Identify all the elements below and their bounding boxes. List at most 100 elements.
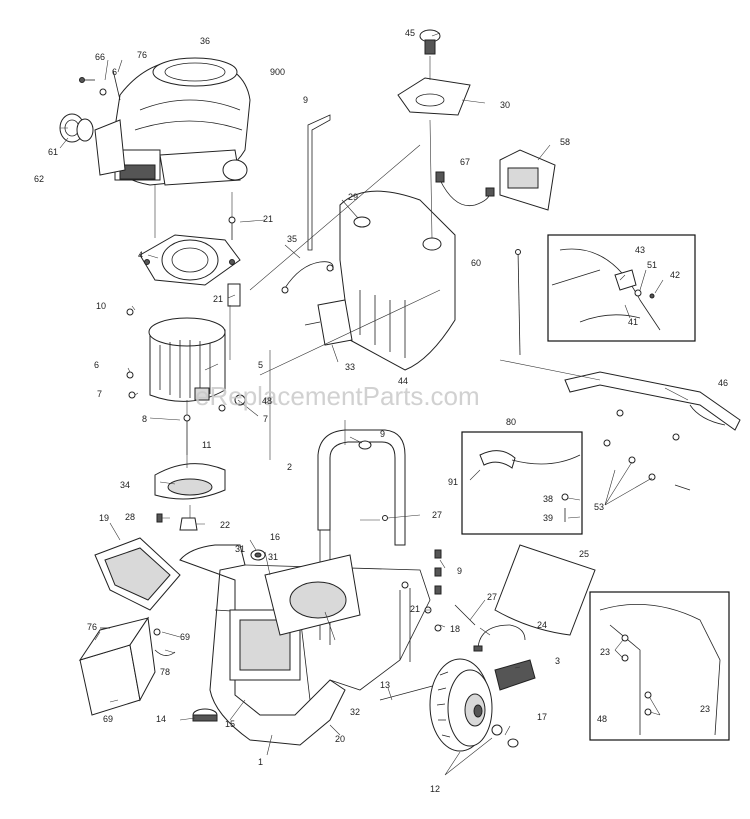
alternator-cover-34 <box>154 463 226 500</box>
inset-detail-91 <box>461 431 583 535</box>
handle-46 <box>564 371 741 431</box>
watermark: eReplacementParts.com <box>195 381 480 411</box>
part-label: 17 <box>537 712 547 722</box>
part-label: 44 <box>398 376 408 386</box>
inset-detail-43 <box>547 234 696 342</box>
part-label: 27 <box>487 592 497 602</box>
engine <box>94 57 251 186</box>
part-label: 43 <box>635 245 645 255</box>
part-label: 35 <box>287 234 297 244</box>
part-label: 7 <box>263 414 268 424</box>
part-label: 14 <box>156 714 166 724</box>
bolt-11 <box>183 414 191 455</box>
fuel-bracket-33 <box>304 299 353 346</box>
leader-lines <box>59 32 689 776</box>
part-label: 12 <box>430 784 440 794</box>
part-label: 9 <box>303 95 308 105</box>
part-label: 58 <box>560 137 570 147</box>
part-label: 39 <box>543 513 553 523</box>
recoil-part-61 <box>59 113 94 143</box>
part-label: 76 <box>137 50 147 60</box>
part-number-labels: 66 76 6 36 900 61 62 45 30 9 58 67 29 35… <box>34 28 728 794</box>
part-label: 31 <box>268 552 278 562</box>
rod-60 <box>515 249 521 356</box>
part-label: 4 <box>138 250 143 260</box>
part-label: 6 <box>94 360 99 370</box>
inset-detail-23 <box>589 591 730 741</box>
part-label: 10 <box>96 301 106 311</box>
part-label: 3 <box>555 656 560 666</box>
part-label: 51 <box>647 260 657 270</box>
cable-24 <box>473 624 526 652</box>
part-label: 53 <box>594 502 604 512</box>
alternator-stator-5 <box>148 317 226 402</box>
part-label: 21 <box>213 294 223 304</box>
part-label: 13 <box>380 680 390 690</box>
part-label: 33 <box>345 362 355 372</box>
panel-19 <box>94 537 181 611</box>
battery-box-69 <box>78 616 156 716</box>
part-label: 45 <box>405 28 415 38</box>
part-label: 48 <box>597 714 607 724</box>
part-label: 61 <box>48 147 58 157</box>
fuel-tank-44 <box>339 190 456 371</box>
battery-cable-78 <box>153 628 176 656</box>
part-label: 16 <box>270 532 280 542</box>
part-label: 7 <box>97 389 102 399</box>
part-label: 46 <box>718 378 728 388</box>
wire-harness-67 <box>435 171 495 207</box>
handle-2 <box>317 429 406 546</box>
part-label: 21 <box>410 604 420 614</box>
control-box-58 <box>499 149 556 211</box>
part-label: 80 <box>506 417 516 427</box>
grommet-16 <box>250 549 266 561</box>
part-label: 15 <box>225 719 235 729</box>
part-label: 67 <box>460 157 470 167</box>
part-label: 23 <box>600 647 610 657</box>
small-hardware <box>100 308 691 632</box>
part-label: 900 <box>270 67 285 77</box>
part-label: 69 <box>103 714 113 724</box>
part-label: 9 <box>457 566 462 576</box>
part-label: 22 <box>220 520 230 530</box>
part-label: 38 <box>543 494 553 504</box>
part-label: 60 <box>471 258 481 268</box>
part-label: 27 <box>432 510 442 520</box>
part-label: 19 <box>99 513 109 523</box>
alternator-adapter-4 <box>139 234 241 286</box>
bolt-76 <box>112 69 121 101</box>
washer-12b <box>491 724 503 736</box>
part-label: 42 <box>670 270 680 280</box>
part-label: 36 <box>200 36 210 46</box>
foot-14 <box>192 708 218 722</box>
washer-17 <box>507 738 519 748</box>
part-label: 6 <box>112 67 117 77</box>
handle-rod-9-top <box>307 114 331 251</box>
bolt-28 <box>156 513 163 523</box>
part-label: 24 <box>537 620 547 630</box>
part-label: 41 <box>628 317 638 327</box>
part-label: 76 <box>87 622 97 632</box>
frame-1 <box>179 525 431 746</box>
part-label: 30 <box>500 100 510 110</box>
part-label: 8 <box>142 414 147 424</box>
part-label: 28 <box>125 512 135 522</box>
fuel-line-35 <box>281 261 334 294</box>
bolt-66 <box>79 77 95 83</box>
part-label: 62 <box>34 174 44 184</box>
part-label: 5 <box>258 360 263 370</box>
part-label: 34 <box>120 480 130 490</box>
part-label: 20 <box>335 734 345 744</box>
label-3 <box>494 659 536 691</box>
rod-27 <box>454 604 476 626</box>
part-label: 18 <box>450 624 460 634</box>
part-label: 32 <box>350 707 360 717</box>
part-label: 91 <box>448 477 458 487</box>
guard-25 <box>494 544 596 636</box>
fitting-22 <box>179 517 198 531</box>
part-label: 31 <box>235 544 245 554</box>
part-label: 23 <box>700 704 710 714</box>
fuel-tray-30 <box>397 77 471 116</box>
part-label: 25 <box>579 549 589 559</box>
